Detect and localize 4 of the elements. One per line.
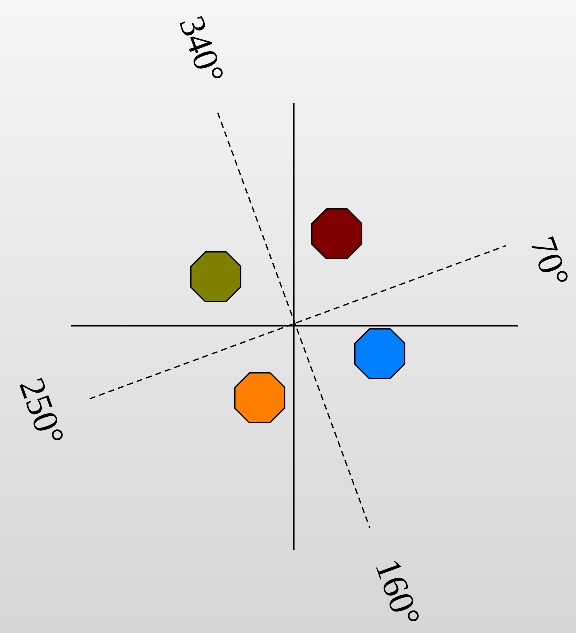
angle-label: 70° <box>532 236 568 282</box>
angle-label: 160° <box>376 561 419 622</box>
angle-label: 340° <box>180 16 223 79</box>
angle-label: 250° <box>20 378 63 441</box>
